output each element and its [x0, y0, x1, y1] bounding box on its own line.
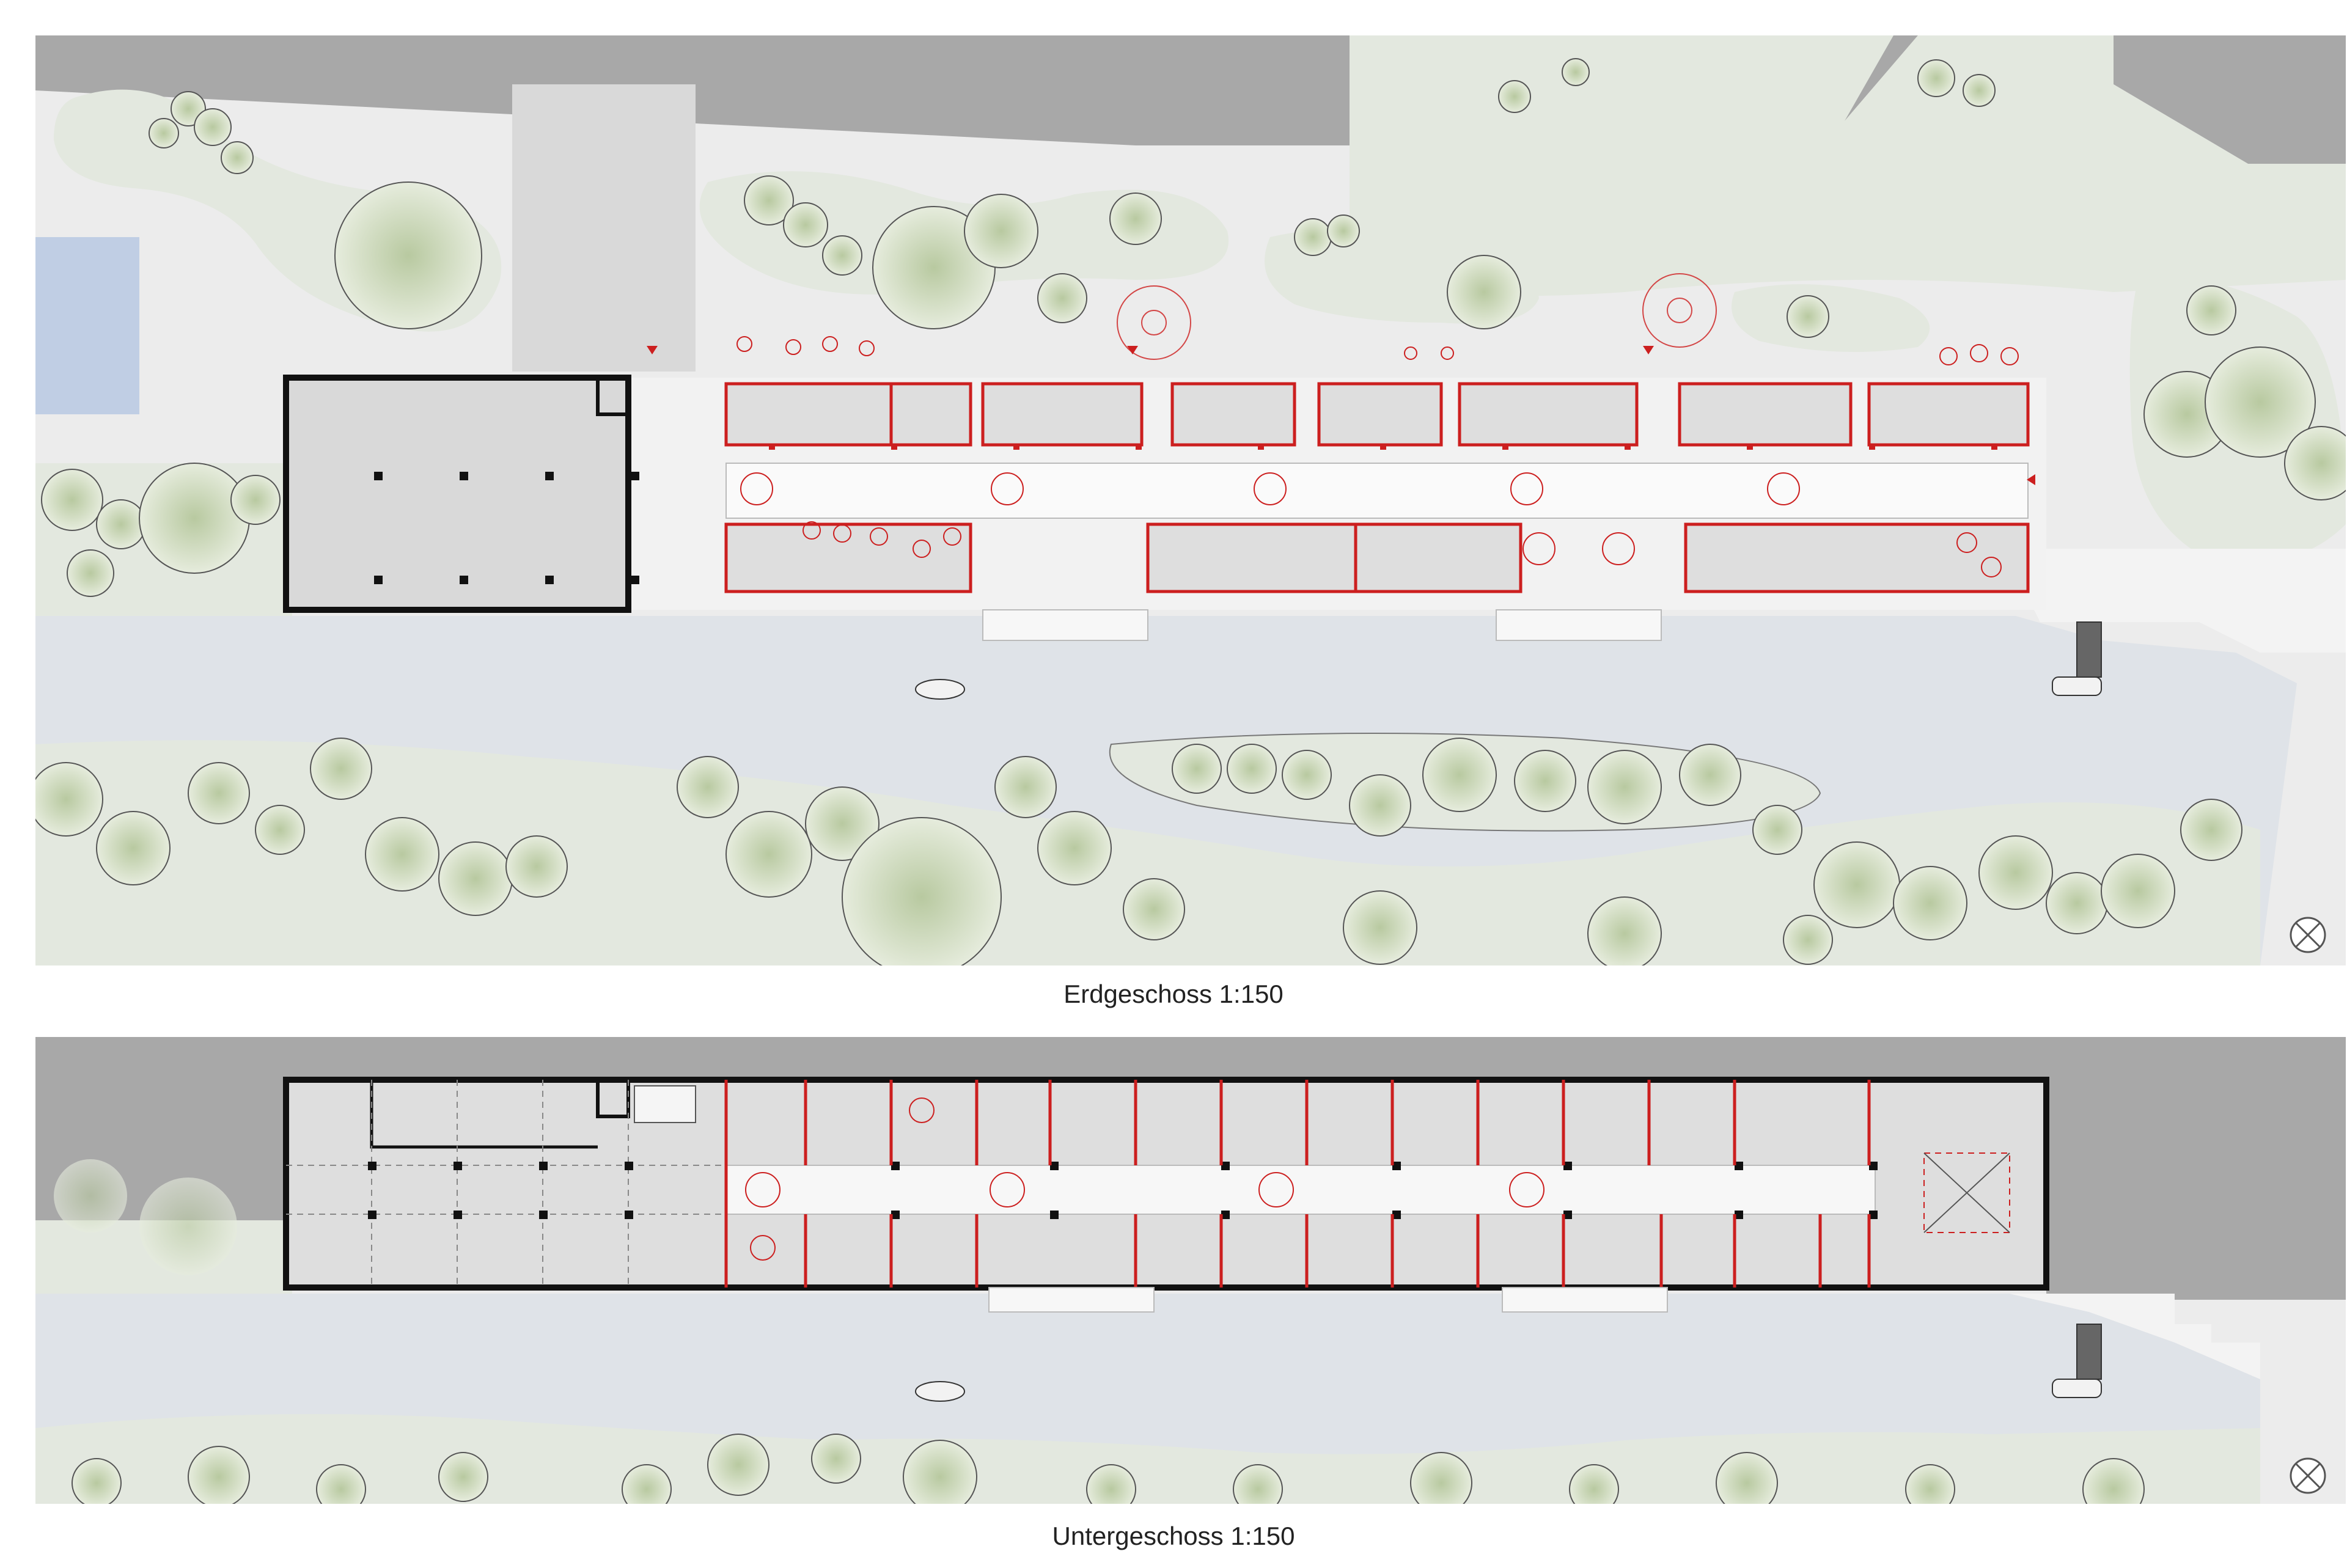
spiral-stair — [1117, 273, 1717, 360]
ground-floor-drawing — [35, 35, 2346, 965]
sports-court — [35, 237, 139, 414]
tree — [54, 1159, 127, 1233]
basement-plan — [35, 1037, 2346, 1504]
terrace — [988, 1287, 1155, 1313]
columns — [374, 472, 639, 584]
furniture — [736, 336, 2019, 577]
lawn — [1732, 284, 1930, 352]
void — [1923, 1152, 2010, 1233]
corridor — [725, 1165, 1876, 1215]
columns — [368, 1162, 1878, 1219]
north-rooms — [724, 382, 2030, 447]
park-meadow — [1350, 35, 2346, 296]
structural-grid — [286, 1080, 726, 1288]
terrace — [982, 609, 1148, 641]
paved-plaza — [512, 84, 696, 372]
boat-icon — [915, 621, 2102, 700]
soil-mass — [2046, 1220, 2346, 1300]
south-rooms — [724, 522, 2030, 593]
columns — [769, 444, 1997, 450]
boat-icon — [915, 1324, 2102, 1402]
terrace — [1496, 609, 1662, 641]
quay — [2010, 1294, 2260, 1379]
north-arrow-icon — [2290, 1457, 2326, 1494]
south-bank — [35, 1414, 2260, 1504]
corridor — [725, 463, 2029, 519]
tree — [139, 1178, 237, 1275]
spiral-stair — [745, 1097, 1544, 1261]
neighbor-building — [2114, 35, 2346, 164]
north-arrow-icon — [2290, 917, 2326, 953]
basement-drawing — [35, 1037, 2346, 1504]
existing-wing — [283, 375, 631, 613]
new-partitions — [724, 1080, 1871, 1288]
basement-caption: Untergeschoss 1:150 — [1052, 1522, 1295, 1550]
quay — [2004, 549, 2346, 653]
ground-floor-plan — [35, 35, 2346, 965]
south-bank — [35, 740, 2260, 965]
trees — [35, 58, 2346, 965]
building-footprint — [283, 1077, 2049, 1313]
building-footprint — [283, 336, 2046, 641]
trees — [72, 1434, 2145, 1504]
ground-floor-caption: Erdgeschoss 1:150 — [1063, 980, 1284, 1008]
terrace — [1502, 1287, 1668, 1313]
entrance-triangle-icon — [647, 346, 2035, 485]
stair — [634, 1085, 696, 1123]
